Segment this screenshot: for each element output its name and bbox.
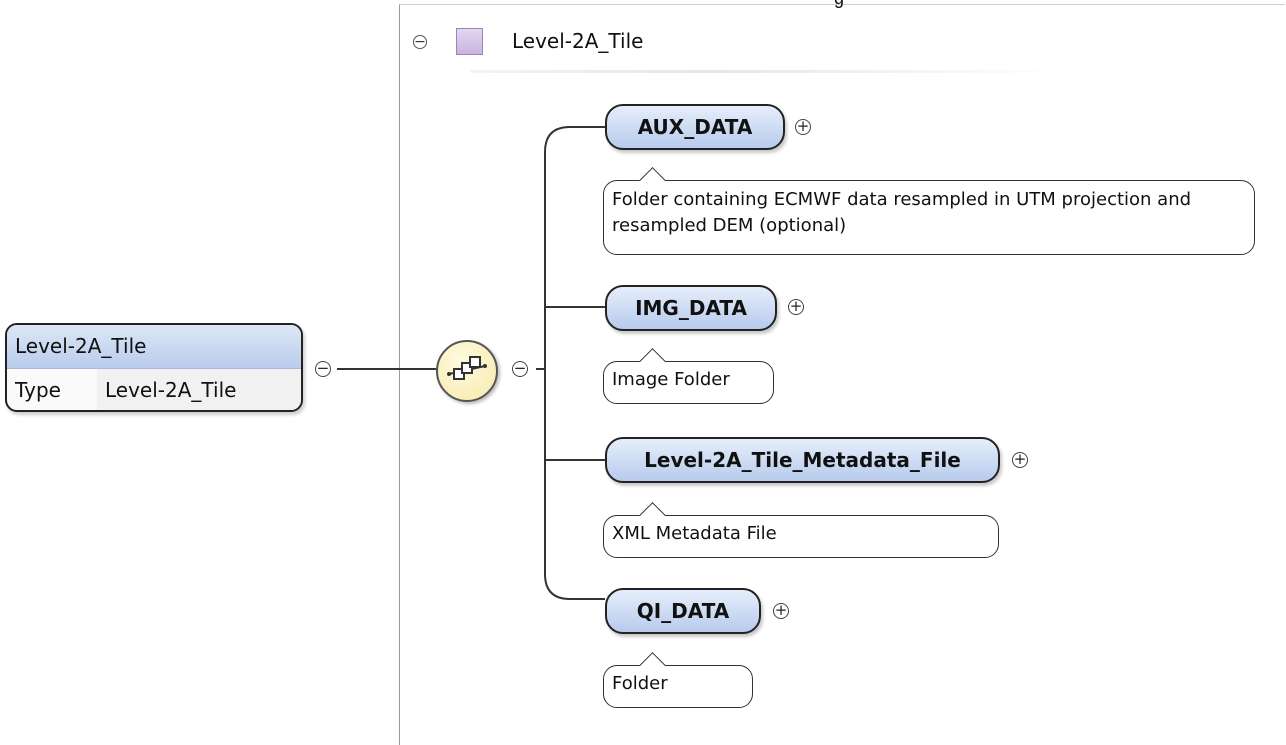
collapse-toggle-icon[interactable]: − <box>413 34 427 50</box>
img-data-expand-icon[interactable]: + <box>788 297 804 315</box>
root-element-name: Level-2A_Tile <box>7 325 301 369</box>
aux-data-expand-icon[interactable]: + <box>795 117 811 135</box>
panel-title: Level-2A_Tile <box>512 29 644 53</box>
sequence-compositor-icon[interactable] <box>436 340 498 402</box>
aux-data-annotation: Folder containing ECMWF data resampled i… <box>603 180 1255 255</box>
header-divider <box>470 70 1070 73</box>
element-aux-data[interactable]: AUX_DATA <box>605 104 785 150</box>
connector-lines <box>337 126 605 600</box>
element-qi-data[interactable]: QI_DATA <box>605 588 761 634</box>
metadata-file-annotation: XML Metadata File <box>603 515 999 558</box>
qi-data-annotation: Folder <box>603 665 753 708</box>
element-level-2a-tile-metadata-file[interactable]: Level-2A_Tile_Metadata_File <box>605 437 1000 483</box>
root-type-label: Type <box>15 378 61 402</box>
metadata-file-expand-icon[interactable]: + <box>1012 450 1028 468</box>
root-collapse-icon[interactable]: − <box>315 359 331 377</box>
root-element-box[interactable]: Level-2A_Tile Type Level-2A_Tile <box>5 323 303 412</box>
complex-type-icon <box>456 28 483 55</box>
qi-data-expand-icon[interactable]: + <box>773 601 789 619</box>
sequence-icon <box>447 356 487 380</box>
top-cut-text: g <box>834 0 844 9</box>
element-img-data[interactable]: IMG_DATA <box>605 285 777 331</box>
img-data-annotation: Image Folder <box>603 361 774 404</box>
sequence-collapse-icon[interactable]: − <box>512 359 528 377</box>
root-type-value: Level-2A_Tile <box>97 369 301 410</box>
schema-panel <box>399 4 1285 745</box>
